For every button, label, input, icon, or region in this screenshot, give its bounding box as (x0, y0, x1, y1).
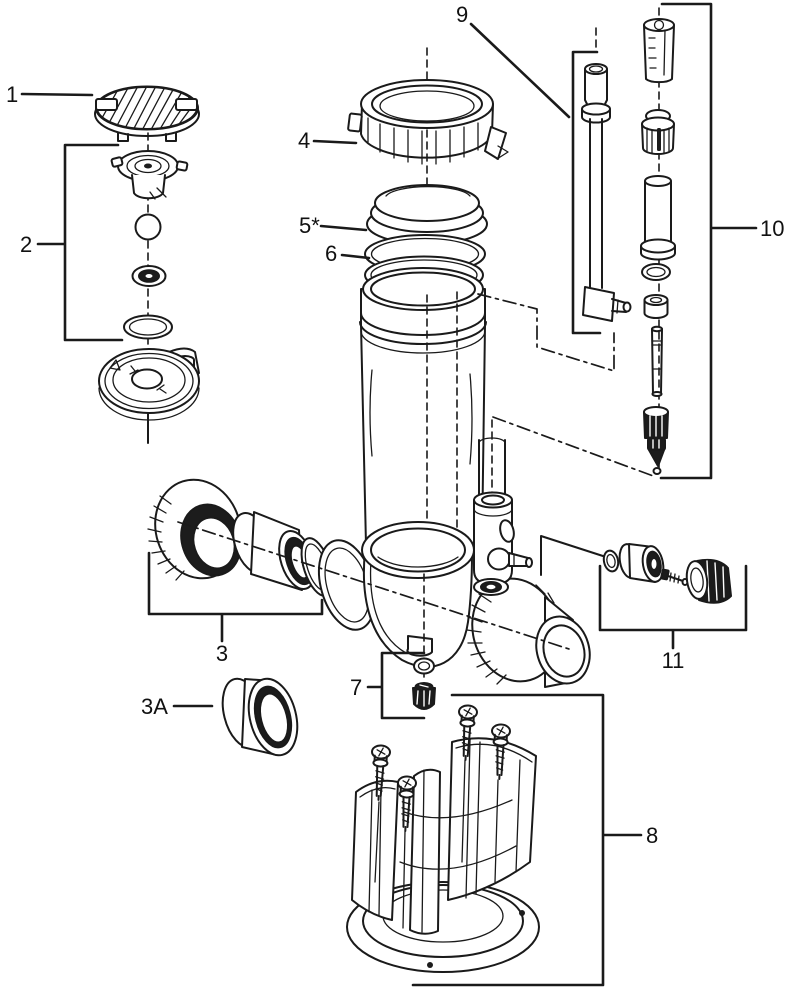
label-7: 7 (350, 675, 362, 700)
part-11-group (540, 535, 732, 604)
label-5-group: 5* (299, 213, 368, 238)
part-1-lid (94, 85, 200, 142)
label-3a-group: 3A (141, 694, 214, 719)
label-1: 1 (6, 82, 18, 107)
part-7-group (412, 573, 436, 710)
side-valve (473, 419, 533, 596)
main-cylinder-body (359, 267, 487, 566)
label-6-group: 6 (325, 241, 371, 266)
label-2: 2 (20, 232, 32, 257)
part-5-lid-cap (366, 129, 488, 245)
label-3-group: 3 (147, 551, 324, 666)
label-5: 5* (299, 213, 320, 238)
label-3: 3 (216, 641, 228, 666)
label-9-group: 9 (456, 2, 602, 335)
label-10-group: 10 (659, 2, 784, 480)
tee-body (177, 521, 591, 688)
label-6: 6 (325, 241, 337, 266)
centerline-leaders (477, 293, 657, 478)
part-4-lock-ring (347, 47, 509, 165)
label-10: 10 (760, 216, 784, 241)
part-2-group (98, 132, 200, 444)
part-10-stack (640, 7, 676, 475)
label-4-group: 4 (298, 128, 358, 153)
label-7-group: 7 (350, 651, 426, 720)
label-3a: 3A (141, 694, 168, 719)
label-1-group: 1 (6, 82, 94, 107)
label-11-group: 11 (598, 564, 748, 673)
label-8-group: 8 (411, 693, 658, 987)
part-9-tube (581, 27, 632, 322)
label-8: 8 (646, 823, 658, 848)
part-3a-adapter (221, 677, 299, 757)
label-4: 4 (298, 128, 310, 153)
label-2-group: 2 (20, 143, 124, 342)
part-3-union-group (147, 478, 334, 597)
part-8-base (346, 704, 540, 973)
label-11: 11 (662, 648, 685, 673)
label-9: 9 (456, 2, 468, 27)
